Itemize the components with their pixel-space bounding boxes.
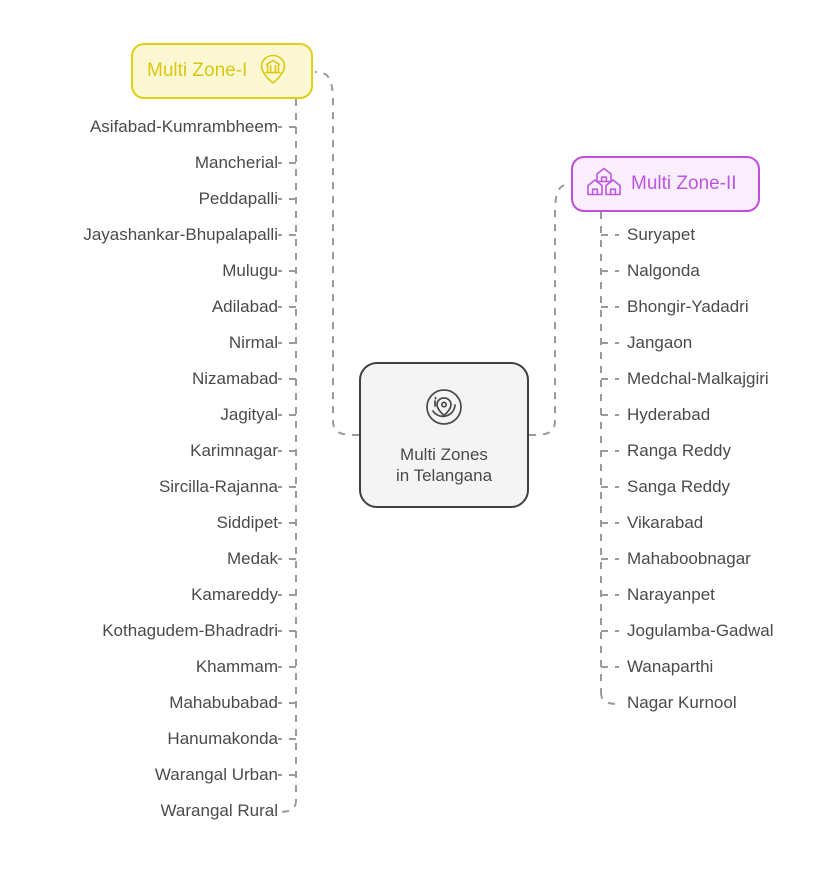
leaf-item[interactable]: Ranga Reddy xyxy=(627,441,731,460)
leaf-item[interactable]: Sircilla-Rajanna xyxy=(158,477,278,496)
leaf-item[interactable]: Hyderabad xyxy=(627,405,711,424)
leaf-item[interactable]: Warangal Urban xyxy=(154,765,278,784)
leaf-item[interactable]: Bhongir-Yadadri xyxy=(627,297,749,316)
leaf-item[interactable]: Medak xyxy=(226,549,278,568)
branch-label-multi-zone-ii: Multi Zone-II xyxy=(631,173,737,194)
spine-zone2-tail xyxy=(600,691,620,705)
leaf-item[interactable]: Mahabubabad xyxy=(169,693,278,712)
leaf-item[interactable]: Peddapalli xyxy=(198,189,278,208)
leaf-item[interactable]: Karimnagar xyxy=(190,441,278,460)
leaf-item[interactable]: Jogulamba-Gadwal xyxy=(627,621,774,640)
leaf-item[interactable]: Adilabad xyxy=(211,297,278,316)
leaf-item[interactable]: Mahaboobnagar xyxy=(627,549,751,568)
leaf-item[interactable]: Jangaon xyxy=(627,333,693,352)
bank-pin-icon xyxy=(257,53,289,90)
leaf-item[interactable]: Jagityal xyxy=(220,405,278,424)
leaf-item[interactable]: Khammam xyxy=(195,657,278,676)
leaf-item[interactable]: Mulugu xyxy=(222,261,278,280)
leaf-item[interactable]: Mancherial xyxy=(194,153,278,172)
branch-node-multi-zone-ii[interactable]: Multi Zone-II xyxy=(571,156,760,212)
leaf-item[interactable]: Kamareddy xyxy=(191,585,278,604)
leaf-item[interactable]: Narayanpet xyxy=(627,585,715,604)
root-label: Multi Zones in Telangana xyxy=(395,444,493,485)
leaf-item[interactable]: Nalgonda xyxy=(627,261,700,280)
village-houses-icon xyxy=(587,167,621,202)
leaf-item[interactable]: Warangal Rural xyxy=(160,801,278,820)
leaf-item[interactable]: Siddipet xyxy=(216,513,278,532)
leaf-item[interactable]: Suryapet xyxy=(627,225,696,244)
leaf-item[interactable]: Jayashankar-Bhupalapalli xyxy=(83,225,278,244)
leaf-item[interactable]: Nagar Kurnool xyxy=(627,693,737,712)
root-node[interactable]: Multi Zones in Telangana xyxy=(359,362,529,508)
leaf-item[interactable]: Wanaparthi xyxy=(627,657,714,676)
leaf-item[interactable]: Medchal-Malkajgiri xyxy=(627,369,769,388)
leaf-item[interactable]: Sanga Reddy xyxy=(627,477,731,496)
leaf-item[interactable]: Nizamabad xyxy=(192,369,278,388)
leaf-item[interactable]: Vikarabad xyxy=(627,513,704,532)
leaf-item[interactable]: Kothagudem-Bhadradri xyxy=(102,621,278,640)
branch-label-multi-zone-i: Multi Zone-I xyxy=(147,60,248,81)
edge-root-to-zone2 xyxy=(528,183,572,436)
leaf-item[interactable]: Nirmal xyxy=(228,333,278,352)
edge-root-to-zone1 xyxy=(314,71,360,436)
leaf-item[interactable]: Asifabad-Kumrambheem xyxy=(89,117,278,136)
branch-node-multi-zone-i[interactable]: Multi Zone-I xyxy=(131,43,313,99)
leaf-item[interactable]: Hanumakonda xyxy=(167,729,278,748)
location-circle-icon xyxy=(422,385,466,434)
spine-zone1-tail xyxy=(277,799,297,813)
